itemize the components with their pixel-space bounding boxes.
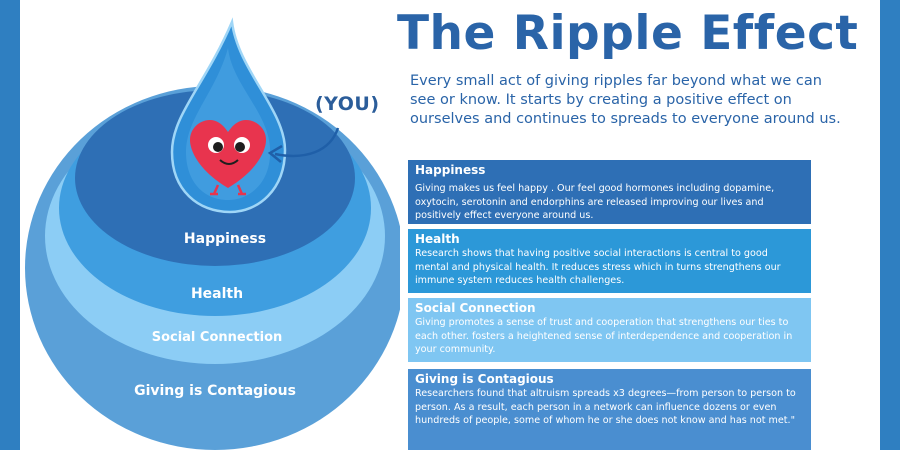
section-heading: Health [415,232,460,246]
section-health: Health Research shows that having positi… [408,229,811,293]
ring-label-social-connection: Social Connection [152,330,283,345]
section-text: Research shows that having positive soci… [415,248,781,286]
section-heading: Happiness [415,163,486,177]
ring-label-giving-is-contagious: Giving is Contagious [134,383,296,399]
ring-label-happiness: Happiness [184,231,266,247]
ring-label-health: Health [191,286,243,302]
you-label: (YOU) [315,93,380,115]
intro-text: Every small act of giving ripples far be… [410,73,841,127]
section-heading: Giving is Contagious [415,372,554,386]
page-title: The Ripple Effect [397,6,859,61]
section-social-connection: Social Connection Giving promotes a sens… [408,298,811,362]
heart-character-icon [190,120,266,196]
arrow-head-icon [267,144,283,163]
section-happiness: Happiness Giving makes us feel happy . O… [408,160,811,224]
arrow-icon [274,127,340,158]
section-giving-is-contagious: Giving is Contagious Researchers found t… [408,369,811,450]
ripple-diagram: Happiness Health Social Connection Givin… [25,17,400,450]
section-text: Giving promotes a sense of trust and coo… [415,317,793,355]
section-text: Giving makes us feel happy . Our feel go… [415,183,775,221]
infographic-page: Happiness Health Social Connection Givin… [20,0,880,450]
section-heading: Social Connection [415,301,536,315]
section-text: Researchers found that altruism spreads … [415,388,796,426]
